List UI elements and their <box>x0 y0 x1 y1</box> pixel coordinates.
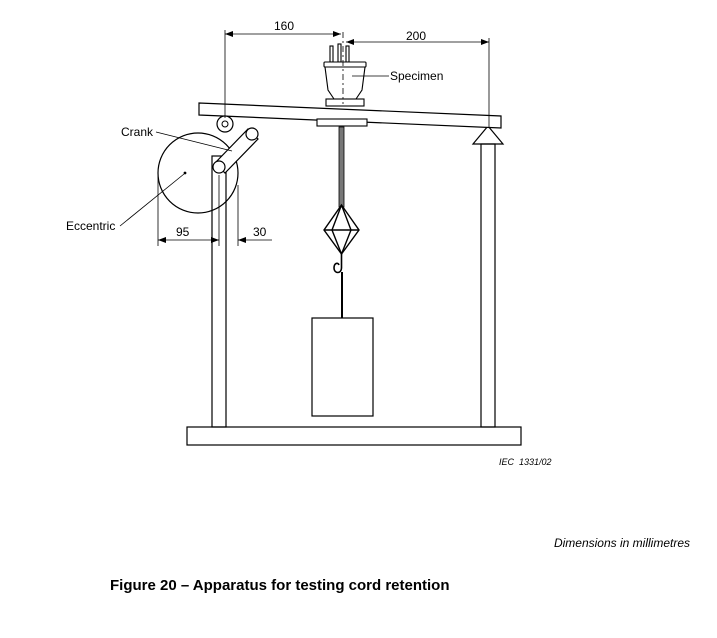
crank-pin <box>245 127 259 141</box>
leader-crank <box>155 131 233 152</box>
lever-beam <box>198 102 502 129</box>
label-crank: Crank <box>121 125 154 139</box>
dimensions-note: Dimensions in millimetres <box>553 536 690 550</box>
weight-block <box>311 317 374 417</box>
right-post <box>480 143 496 428</box>
dim-text-200: 200 <box>406 29 426 43</box>
diamond-coupling <box>323 203 360 256</box>
eccentric-disc <box>157 132 239 214</box>
cord-clamp <box>316 118 368 127</box>
beam-roller-pin <box>221 120 229 128</box>
dim-text-95: 95 <box>176 225 190 239</box>
beam-roller <box>216 115 234 133</box>
pivot-knife-edge <box>471 125 505 145</box>
weight-hook <box>333 254 343 274</box>
label-eccentric: Eccentric <box>66 219 115 233</box>
specimen-plug <box>323 43 367 107</box>
figure-caption: Figure 20 – Apparatus for testing cord r… <box>110 577 450 594</box>
leader-eccentric <box>119 173 185 227</box>
label-specimen: Specimen <box>390 69 443 83</box>
left-post <box>211 155 227 428</box>
figure-ref-code: IEC 1331/02 <box>499 457 552 467</box>
base-plate <box>186 426 522 446</box>
dim-text-160: 160 <box>274 19 294 33</box>
eccentric-centre-dot <box>183 171 187 175</box>
dim-text-30: 30 <box>253 225 267 239</box>
cord <box>338 126 345 208</box>
crank-pivot <box>212 160 226 174</box>
